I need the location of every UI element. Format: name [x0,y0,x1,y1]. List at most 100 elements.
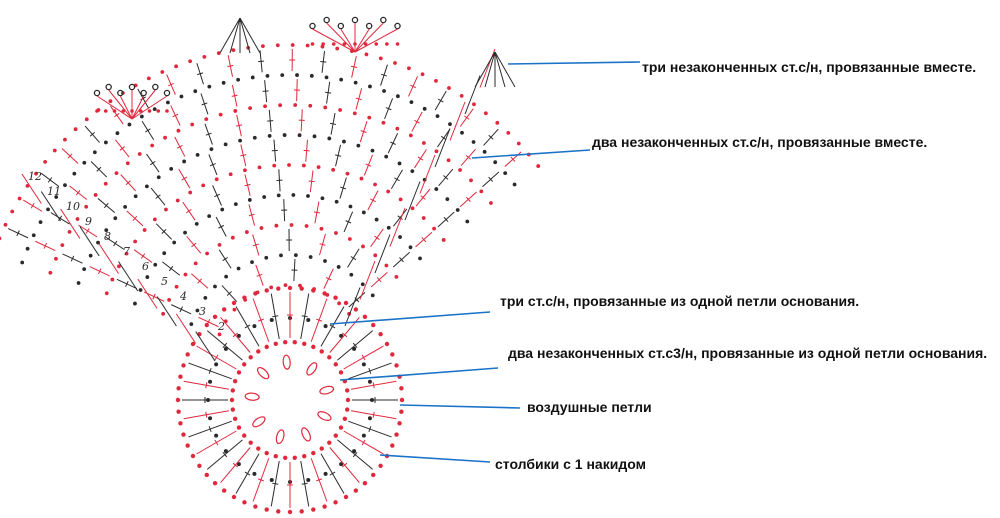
chain-dot-icon [395,42,400,46]
chain-dot-icon [204,322,209,328]
double-crochet-icon [96,166,102,172]
double-crochet-icon [232,462,238,468]
chain-dot-icon [407,66,411,71]
picot-icon [351,16,359,24]
chain-dot-icon [117,264,121,269]
chain-dot-icon [304,224,309,228]
chain-dot-icon [201,183,206,188]
chain-dot-icon [316,165,321,170]
double-crochet-icon [240,154,247,157]
double-crochet-icon [131,95,145,120]
chain-dot-icon [311,450,316,456]
chain-dot-icon [104,228,109,233]
double-crochet-icon [161,229,167,234]
fan-pattern [0,17,541,362]
double-crochet-icon [244,183,251,187]
chain-dot-icon [308,103,313,108]
chain-dot-icon [220,207,225,212]
double-crochet-icon [397,215,403,220]
chain-dot-icon [204,117,209,122]
chain-dot-icon [289,223,294,227]
chain-dot-icon [67,229,72,234]
puff-stitch-icon [306,362,318,376]
chain-dot-icon [367,416,372,421]
leader-lines [329,61,641,463]
chain-dot-icon [342,42,347,46]
double-crochet-icon [414,119,420,124]
chain-dot-icon [353,42,357,46]
chain-dot-icon [290,43,295,47]
double-crochet-icon [372,382,375,389]
chain-dot-icon [370,293,375,298]
double-crochet-icon [119,95,133,120]
double-crochet-icon [464,115,470,120]
chain-dot-icon [214,433,219,438]
decrease-icon [479,48,496,88]
chain-dot-icon [349,272,354,277]
chain-dot-icon [345,407,350,412]
chain-dot-icon [236,333,241,338]
chain-dot-icon [253,504,258,509]
chain-dot-icon [367,115,372,120]
chain-dot-icon [516,141,521,146]
double-crochet-icon [168,265,174,272]
double-crochet-icon [360,130,367,133]
double-crochet-icon [329,324,336,329]
chain-dot-icon [236,370,242,375]
decrease-icon [374,234,391,274]
chain-dot-icon [319,349,324,354]
row-number: 12 [28,170,42,183]
double-crochet-icon [313,211,320,214]
chain-dot-icon [536,164,541,168]
double-crochet-icon [244,324,251,329]
chain-dot-icon [248,440,253,445]
chain-dot-icon [408,245,413,250]
chain-dot-icon [269,285,274,290]
double-crochet-icon [58,215,63,222]
chain-dot-icon [127,122,132,127]
chain-dot-icon [264,344,269,350]
double-crochet-icon [308,180,315,183]
chain-dot-icon [342,139,346,144]
double-crochet-icon [325,91,332,94]
chain-dot-icon [125,161,130,166]
row-number: 10 [66,200,80,213]
double-crochet-icon [191,242,197,248]
chain-dot-icon [333,500,338,505]
double-crochet-icon [248,213,255,217]
chain-dot-icon [113,216,118,221]
double-crochet-icon [168,82,174,87]
double-crochet-icon [252,243,259,247]
chain-dot-icon [273,454,278,459]
double-crochet-icon [214,439,219,446]
double-crochet-icon [131,95,168,120]
double-crochet-icon [329,471,336,476]
chain-dot-icon [434,78,438,83]
chain-dot-icon [299,509,304,514]
chain-dot-icon [371,472,376,478]
chain-dot-icon [213,284,217,289]
chain-dot-icon [163,135,167,140]
chain-dot-icon [228,172,233,177]
double-crochet-icon [420,195,426,200]
chain-dot-icon [183,272,188,277]
chain-dot-icon [259,226,264,230]
chain-dot-icon [293,253,298,258]
double-crochet-icon [197,72,204,76]
chain-dot-icon [63,137,67,142]
double-crochet-icon [244,471,251,476]
chain-dot-icon [103,140,108,145]
chain-dot-icon [312,287,316,291]
chain-dot-icon [382,89,386,93]
chain-dot-icon [93,193,98,197]
chain-dot-icon [276,509,281,514]
picot-icon [105,83,112,91]
puff-stitch-icon [256,366,270,380]
chain-dot-icon [319,446,324,451]
chain-dot-icon [373,253,378,258]
chain-dot-icon [232,378,238,384]
chain-dot-icon [305,43,310,48]
chain-dot-icon [73,127,78,132]
chain-dot-icon [60,243,65,248]
double-crochet-icon [325,276,332,281]
